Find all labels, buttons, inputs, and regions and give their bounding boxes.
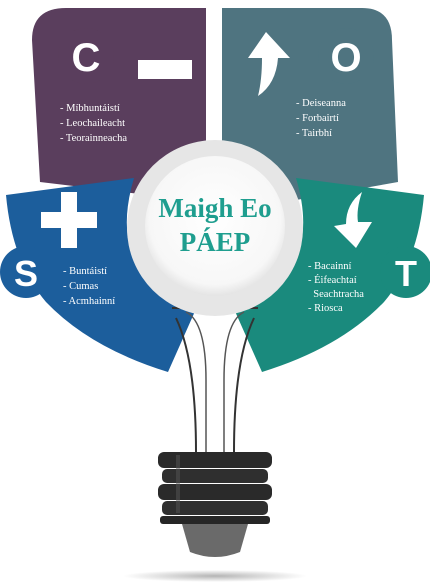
badge-o-letter: O <box>330 36 361 80</box>
badge-s: S <box>0 246 52 298</box>
segment-s-item-1: - Buntáistí <box>63 266 107 277</box>
segment-t-item-1: - Bacainní <box>308 261 352 272</box>
segment-c-item-3: - Teorainneacha <box>60 133 127 144</box>
bulb-tip <box>182 524 248 557</box>
segment-t-item-2: - Éifeachtaí <box>308 274 357 286</box>
bulb-base <box>158 452 272 557</box>
segment-t: - Bacainní - Éifeachtaí Seachtracha - Ri… <box>230 178 424 372</box>
segment-t-item-4: - Riosca <box>308 303 343 314</box>
hub-title-line2: PÁEP <box>180 227 251 257</box>
segment-o-item-3: - Tairbhí <box>296 128 332 139</box>
bulb-shadow <box>123 570 307 582</box>
segment-t-item-3: Seachtracha <box>308 289 364 300</box>
segment-c-item-2: - Leochaileacht <box>60 118 125 129</box>
badge-c: C <box>58 28 114 84</box>
segment-s: - Buntáistí - Cumas - Acmhainní <box>6 178 200 372</box>
hub-disc <box>145 156 285 296</box>
badge-o: O <box>318 28 374 84</box>
segment-c-item-1: - Míbhuntáistí <box>60 103 120 114</box>
segment-t-shape <box>230 178 424 372</box>
arrow-up-icon <box>248 32 290 96</box>
segment-s-item-2: - Cumas <box>63 281 98 292</box>
center-hub: Maigh Eo PÁEP <box>127 140 303 316</box>
minus-icon <box>138 60 192 79</box>
plus-icon <box>41 192 97 248</box>
badge-t: T <box>380 246 430 298</box>
segment-s-item-3: - Acmhainní <box>63 296 115 307</box>
badge-t-letter: T <box>395 253 417 294</box>
segment-o-item-2: - Forbairtí <box>296 113 339 124</box>
badge-s-letter: S <box>14 253 38 294</box>
segment-o-item-1: - Deiseanna <box>296 98 346 109</box>
badge-c-letter: C <box>72 36 101 80</box>
hub-title-line1: Maigh Eo <box>158 193 271 223</box>
arrow-down-icon <box>334 192 372 248</box>
